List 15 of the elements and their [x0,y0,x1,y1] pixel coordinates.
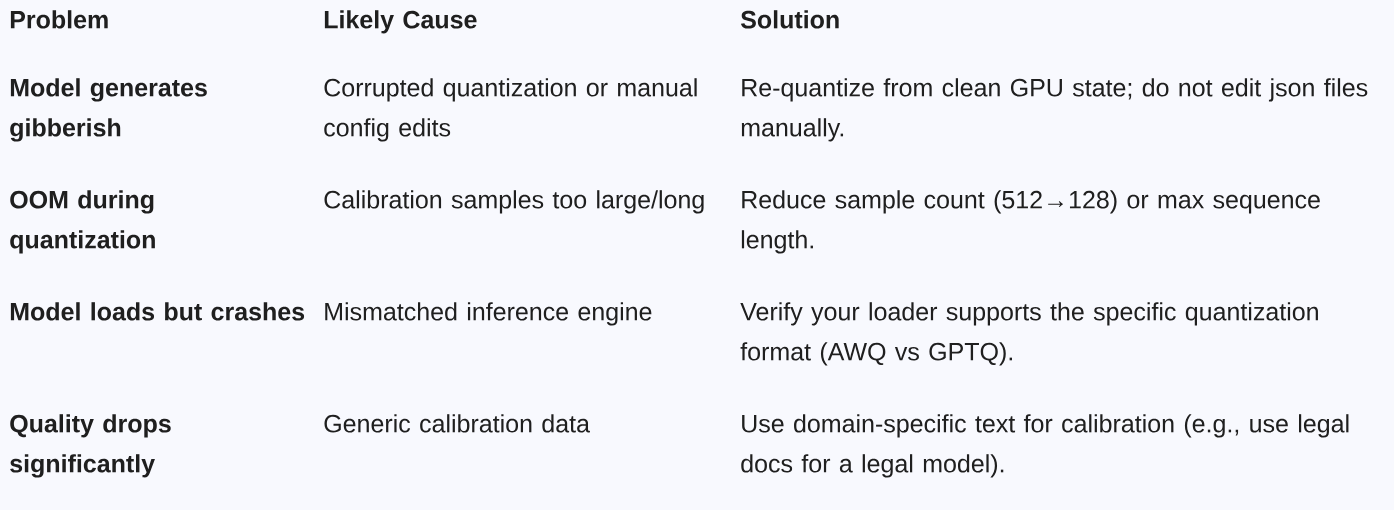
table-cell: Calibration samples too large/long [324,190,704,214]
table-cell: Corrupted quantization or manual config edits [324,78,697,142]
row-header: Quality drops significantly [10,414,171,478]
table-cell: Reduce sample count (512→128) or max sequence length. [741,190,1320,254]
row-header: Model generates gibberish [10,78,207,142]
column-header: Solution [740,10,839,29]
table-cell: Mismatched inference engine [325,302,652,326]
table-cell: Verify your loader supports the specific quantization format (AWQ vs GPTQ). [740,302,1318,366]
table-cell: Re-quantize from clean GPU state; do not edit json files manually. [741,78,1368,142]
table-cell: Generic calibration data [324,414,590,433]
column-header: Likely Cause [324,10,477,34]
row-header: Model loads but crashes [10,302,305,321]
table-cell: Use domain-specific text for calibration (e.g., use legal docs for a legal model). [741,414,1349,478]
row-header: OOM during quantization [10,190,155,254]
column-header: Problem [10,10,108,29]
